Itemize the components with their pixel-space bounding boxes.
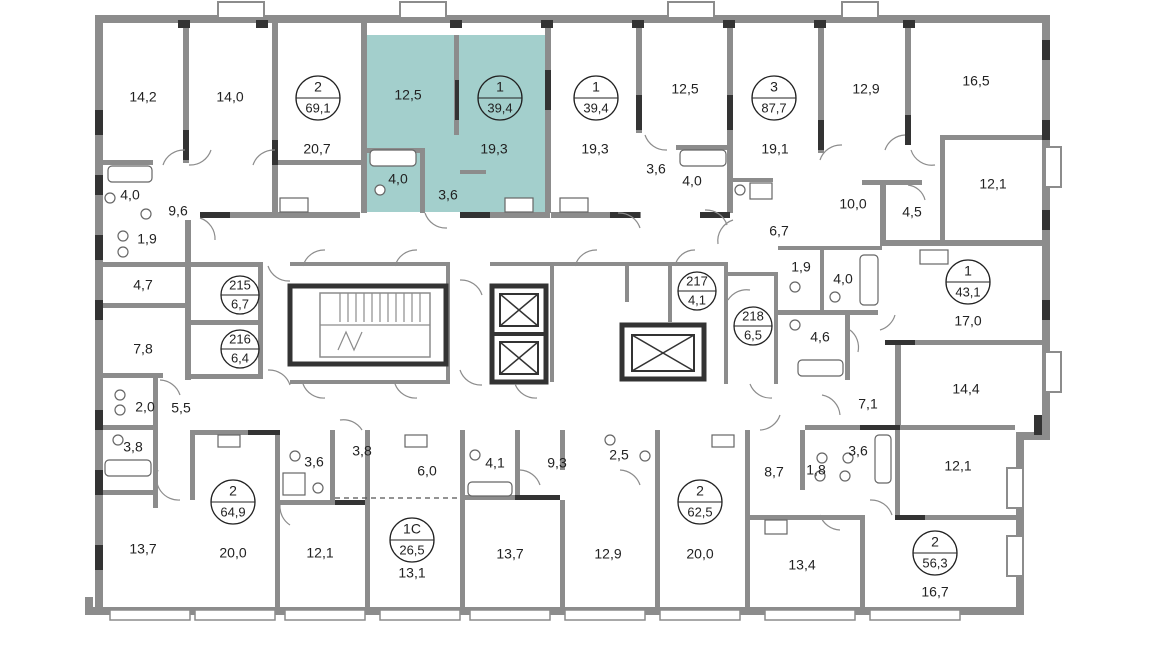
room-area-label: 1,9	[137, 231, 157, 247]
room-area-label: 17,0	[954, 313, 981, 329]
apartment-area: 87,7	[761, 100, 786, 115]
room-area-label: 4,5	[902, 204, 922, 220]
room-area-label: 14,0	[216, 89, 243, 105]
room-area-label: 12,9	[594, 546, 621, 562]
room-area-label: 13,7	[496, 546, 523, 562]
room-area-label: 4,6	[810, 329, 830, 345]
room-area-label: 13,7	[129, 541, 156, 557]
room-area-label: 3,8	[123, 439, 143, 455]
storage-area: 6,7	[231, 296, 249, 311]
room-area-label: 4,0	[388, 171, 408, 187]
room-area-label: 3,6	[304, 454, 324, 470]
room-area-label: 6,0	[417, 463, 437, 479]
room-area-label: 14,4	[952, 381, 979, 397]
room-area-label: 14,2	[129, 89, 156, 105]
room-area-label: 9,3	[547, 455, 567, 471]
room-area-label: 2,0	[135, 399, 155, 415]
room-area-label: 4,0	[682, 173, 702, 189]
room-area-label: 4,7	[133, 277, 153, 293]
apartment-badge: 2 62,5	[677, 479, 723, 525]
storage-area: 4,1	[688, 292, 706, 307]
apartment-area: 39,4	[583, 100, 608, 115]
apartment-area: 26,5	[399, 542, 424, 557]
apartment-rooms: 1	[964, 263, 972, 279]
room-area-label: 1,9	[791, 259, 811, 275]
room-area-label: 12,5	[394, 87, 421, 103]
apartment-badge: 2 56,3	[912, 530, 958, 576]
room-area-label: 9,6	[168, 203, 188, 219]
apartment-badge: 1С 26,5	[389, 517, 435, 563]
room-area-label: 4,1	[485, 455, 505, 471]
room-area-label: 19,3	[480, 141, 507, 157]
room-area-label: 20,7	[303, 141, 330, 157]
apartment-rooms: 2	[229, 483, 237, 499]
room-area-label: 13,1	[398, 565, 425, 581]
storage-area: 6,5	[744, 327, 762, 342]
wall-accents	[95, 20, 1050, 570]
stairwell	[287, 283, 449, 367]
apartment-badge: 1 43,1	[945, 259, 991, 305]
room-area-label: 12,1	[306, 545, 333, 561]
room-area-label: 8,7	[764, 464, 784, 480]
storage-badge: 215 6,7	[220, 275, 260, 315]
room-area-label: 4,0	[120, 187, 140, 203]
storage-badge: 218 6,5	[733, 306, 773, 346]
apartment-badge: 2 64,9	[210, 479, 256, 525]
room-area-label: 12,5	[671, 81, 698, 97]
apartment-area: 64,9	[220, 504, 245, 519]
apartment-area: 56,3	[922, 555, 947, 570]
apartment-rooms: 3	[770, 79, 778, 95]
apartment-rooms: 1С	[403, 521, 421, 537]
room-area-label: 20,0	[686, 546, 713, 562]
room-area-label: 1,8	[806, 462, 826, 478]
storage-number: 217	[686, 273, 708, 288]
room-area-label: 7,8	[133, 341, 153, 357]
room-area-label: 13,4	[788, 557, 815, 573]
storage-area: 6,4	[231, 350, 249, 365]
apartment-area: 62,5	[687, 504, 712, 519]
room-area-label: 3,6	[646, 161, 666, 177]
apartment-area: 69,1	[305, 100, 330, 115]
apartment-badge: 2 69,1	[295, 75, 341, 121]
room-area-label: 16,5	[962, 73, 989, 89]
room-area-label: 3,6	[848, 443, 868, 459]
room-area-label: 5,5	[171, 400, 191, 416]
apartment-badge: 3 87,7	[751, 75, 797, 121]
apartment-rooms: 1	[592, 79, 600, 95]
storage-badge: 216 6,4	[220, 329, 260, 369]
lift-shafts	[489, 283, 707, 385]
room-area-label: 4,0	[833, 271, 853, 287]
room-area-label: 2,5	[609, 447, 629, 463]
room-area-label: 3,6	[438, 187, 458, 203]
room-area-label: 12,9	[852, 81, 879, 97]
doors	[155, 134, 936, 531]
room-area-label: 12,1	[979, 176, 1006, 192]
windows	[109, 1, 1062, 621]
apartment-rooms: 2	[931, 534, 939, 550]
apartment-badge: 1 39,4	[573, 75, 619, 121]
room-area-label: 19,1	[761, 141, 788, 157]
apartment-area: 39,4	[487, 100, 512, 115]
apartment-badge-selected: 1 39,4	[477, 75, 523, 121]
room-area-label: 20,0	[219, 545, 246, 561]
room-area-label: 10,0	[839, 196, 866, 212]
fixtures	[104, 149, 949, 535]
room-area-label: 19,3	[581, 141, 608, 157]
storage-number: 216	[229, 331, 251, 346]
room-area-label: 3,8	[352, 443, 372, 459]
apartment-rooms: 1	[496, 79, 504, 95]
storage-number: 215	[229, 277, 251, 292]
apartment-rooms: 2	[314, 79, 322, 95]
room-area-label: 6,7	[769, 223, 789, 239]
room-area-label: 12,1	[944, 458, 971, 474]
apartment-area: 43,1	[955, 284, 980, 299]
room-area-label: 7,1	[858, 396, 878, 412]
room-area-label: 16,7	[921, 584, 948, 600]
apartment-rooms: 2	[696, 483, 704, 499]
storage-badge: 217 4,1	[677, 271, 717, 311]
storage-number: 218	[742, 308, 764, 323]
